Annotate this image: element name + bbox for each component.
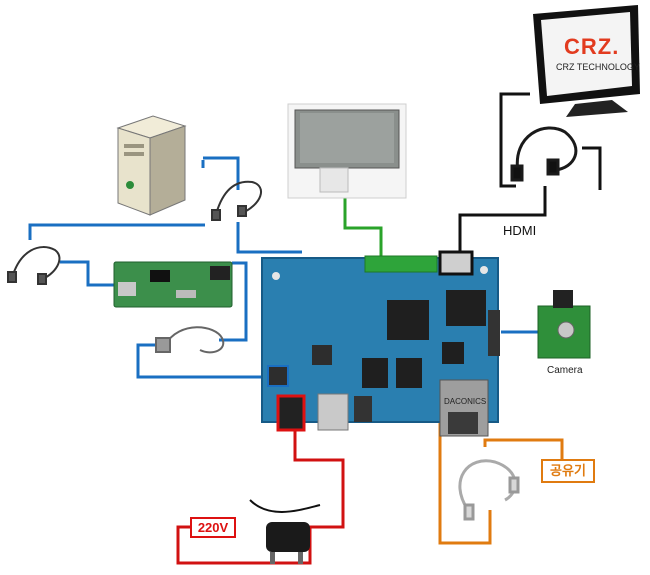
power-label: 220V (190, 517, 236, 538)
usb-cable-icon-2 (7, 246, 61, 285)
camera-label: Camera (547, 365, 583, 376)
hdmi-cable-icon (510, 126, 578, 182)
lcd-panel-icon (287, 103, 407, 199)
main-board (261, 250, 500, 437)
debug-board-icon (113, 261, 233, 308)
hdmi-cables (458, 92, 602, 252)
ethernet-cable-icon (458, 459, 520, 521)
usb-cable-icon (211, 180, 263, 221)
power-adapter-icon (249, 499, 321, 564)
lcd-ribbon-line (343, 197, 383, 258)
serial-cable-icon (155, 326, 225, 354)
power-cable-line (176, 423, 345, 565)
ethernet-cable-lines (438, 420, 564, 545)
camera-module-icon (537, 290, 591, 359)
usb-serial-cables (28, 156, 540, 379)
desktop-tower-icon (116, 115, 187, 216)
monitor-icon (533, 5, 640, 117)
monitor-brand-logo: CRZ. (564, 34, 620, 59)
hdmi-label: HDMI (503, 223, 537, 238)
router-label: 공유기 (541, 459, 595, 483)
monitor-brand-text: CRZ TECHNOLOGY (556, 62, 640, 72)
